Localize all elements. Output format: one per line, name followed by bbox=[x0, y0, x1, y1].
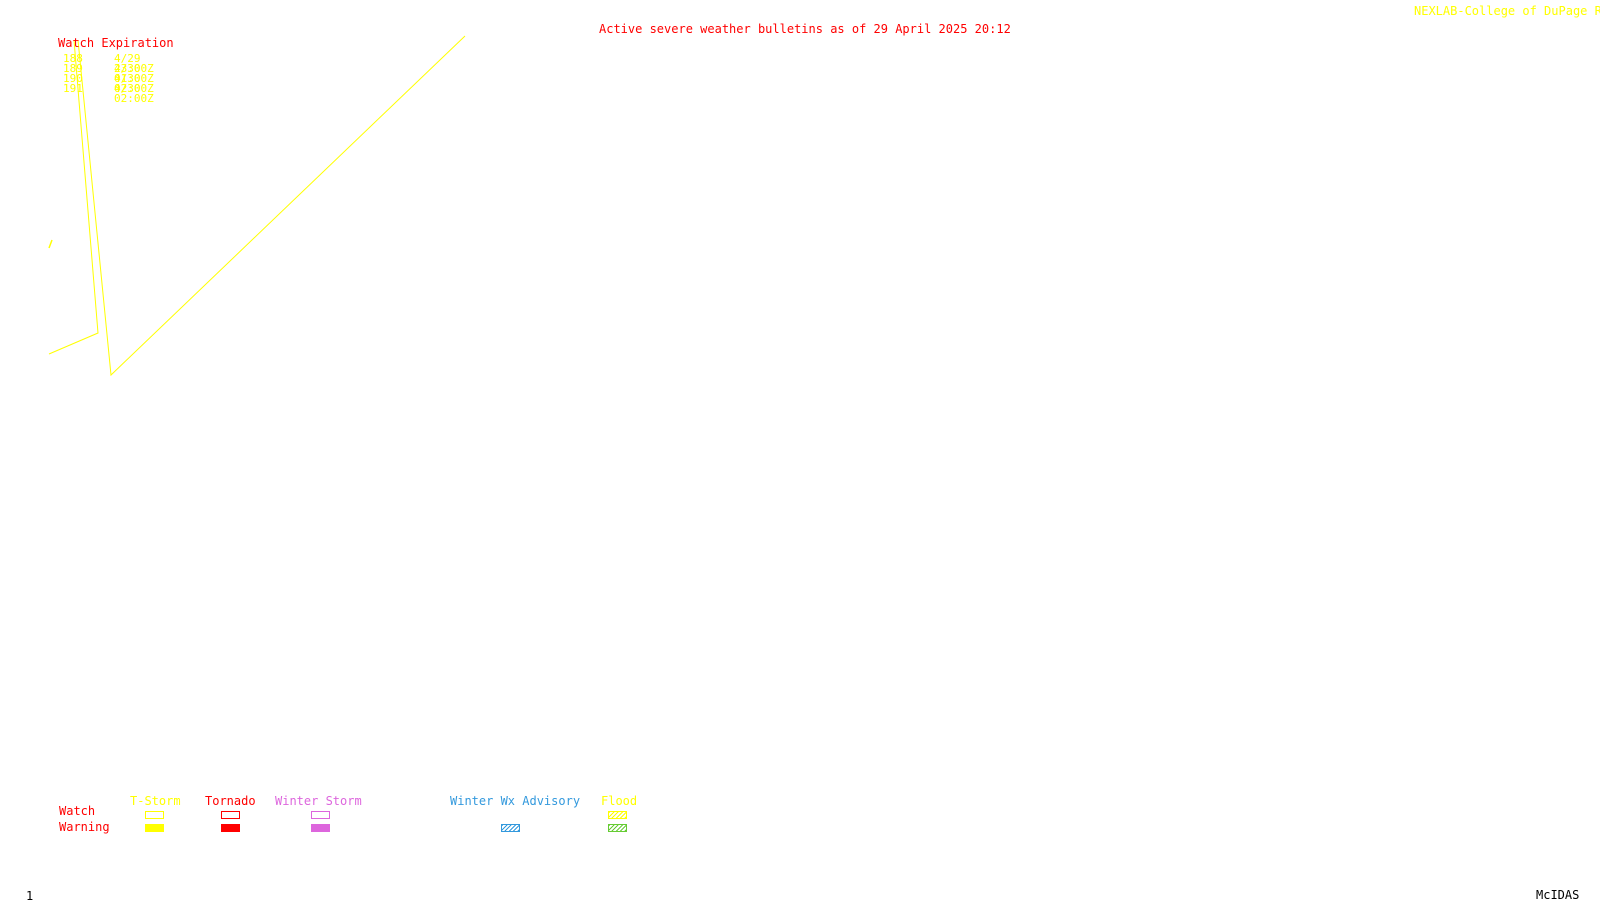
watch-number: 189 bbox=[63, 62, 83, 75]
watch-number: 188 bbox=[63, 52, 83, 65]
watch-number: 190 bbox=[63, 72, 83, 85]
legend-label-winter-wx-advisory: Winter Wx Advisory bbox=[450, 794, 581, 808]
software-label: McIDAS bbox=[1536, 888, 1580, 902]
legend-winter-storm-watch-swatch bbox=[311, 811, 330, 819]
watch-number: 191 bbox=[63, 82, 83, 95]
bulletin-title: Active severe weather bulletins as of 29… bbox=[599, 22, 1011, 36]
watch-expiry: 4/29 23:00Z bbox=[114, 52, 154, 75]
credit-label: NEXLAB-College of DuPage R bbox=[1414, 4, 1600, 18]
legend-row-label-warning: Warning bbox=[59, 820, 110, 834]
legend-label-tornado: Tornado bbox=[205, 794, 256, 808]
legend-flood-warning-swatch bbox=[608, 824, 627, 832]
watch-outline-polygon bbox=[77, 35, 466, 377]
legend-winter-storm-warning-swatch bbox=[311, 824, 330, 832]
legend-tornado-warning-swatch bbox=[221, 824, 240, 832]
watch-outline-polygon bbox=[48, 39, 99, 355]
watch-outline-fragment bbox=[48, 239, 53, 249]
legend-tstorm-warning-swatch bbox=[145, 824, 164, 832]
watch-expiry: 4/30 01:00Z bbox=[114, 62, 154, 85]
watch-expiry: 4/30 02:00Z bbox=[114, 72, 154, 95]
legend-label-tstorm: T-Storm bbox=[130, 794, 181, 808]
legend-label-flood: Flood bbox=[601, 794, 638, 808]
legend-row-label-watch: Watch bbox=[59, 804, 96, 818]
watch-expiration-title: Watch Expiration bbox=[58, 36, 174, 50]
watch-expiry: 4/30 02:00Z bbox=[114, 82, 154, 105]
legend-tornado-watch-swatch bbox=[221, 811, 240, 819]
frame-number: 1 bbox=[26, 889, 34, 903]
legend-label-winter-storm: Winter Storm bbox=[275, 794, 362, 808]
legend-tstorm-watch-swatch bbox=[145, 811, 164, 819]
legend-flood-watch-swatch bbox=[608, 811, 627, 819]
legend-winter-wx-advisory-swatch bbox=[501, 824, 520, 832]
